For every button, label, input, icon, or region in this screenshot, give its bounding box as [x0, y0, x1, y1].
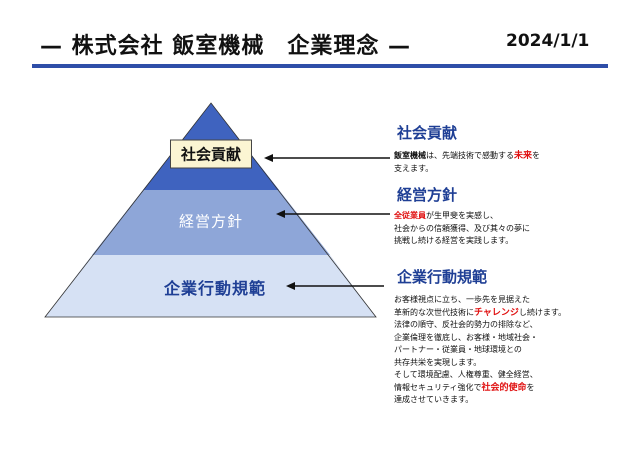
highlight-text: 社会的使命	[481, 382, 527, 393]
page-title: — 株式会社 飯室機械 企業理念 —	[40, 34, 411, 59]
body-text: を	[526, 382, 535, 392]
pointer-arrowhead-contribution	[264, 154, 273, 162]
body-line: 企業倫理を徹底し、お客様・地域社会・	[394, 332, 538, 342]
body-line: 共存共栄を実現します。	[394, 357, 482, 367]
body-line: そして環境配慮、人権尊重、健全経営、	[394, 370, 538, 379]
body-text: が生甲斐を実感し、	[426, 211, 498, 220]
section-title-policy: 経営方針	[397, 186, 458, 204]
tier-label-contribution: 社会貢献	[169, 139, 253, 169]
section-body-conduct: お客様視点に立ち、一歩先を見据えた 革新的な次世代技術にチャレンジし続けます。 …	[394, 294, 566, 407]
body-line: 情報セキュリティ強化で社会的使命を	[394, 382, 566, 395]
body-line: 飯室機械は、先端技術で感動する未来を	[394, 150, 540, 163]
pointer-arrowhead-policy	[276, 210, 285, 218]
body-text: 革新的な次世代技術に	[394, 307, 474, 317]
body-text: 情報セキュリティ強化で	[394, 382, 482, 392]
body-line: 挑戦し続ける経営を実践します。	[394, 236, 514, 245]
body-text: は、先端技術で感動する	[426, 151, 514, 160]
body-line: お客様視点に立ち、一歩先を見据えた	[394, 295, 530, 304]
body-line: 支えます。	[394, 163, 434, 173]
body-text: を	[532, 151, 541, 160]
pyramid-tier-base	[45, 255, 376, 317]
section-title-contribution: 社会貢献	[397, 124, 458, 142]
highlight-text: 全従業員	[394, 211, 426, 220]
highlight-text: チャレンジ	[474, 307, 519, 318]
date-label: 2024/1/1	[506, 31, 590, 51]
tier-label-conduct: 企業行動規範	[163, 279, 267, 298]
body-line: 法律の順守、反社会的勢力の排除など、	[394, 320, 538, 329]
section-body-policy: 全従業員が生甲斐を実感し、 社会からの信頼獲得、及び其々の夢に 挑戦し続ける経営…	[394, 210, 530, 248]
body-line: 革新的な次世代技術にチャレンジし続けます。	[394, 307, 566, 320]
company-name: 飯室機械	[394, 151, 426, 160]
body-line: 全従業員が生甲斐を実感し、	[394, 210, 530, 223]
pyramid-tier-middle	[92, 190, 330, 255]
body-text: し続けます。	[518, 307, 567, 317]
section-body-contribution: 飯室機械は、先端技術で感動する未来を 支えます。	[394, 150, 540, 175]
body-line: パートナー・従業員・地球環境との	[394, 345, 522, 354]
pyramid-outline	[44, 102, 377, 318]
body-line: 社会からの信頼獲得、及び其々の夢に	[394, 223, 530, 233]
tier-label-policy: 経営方針	[178, 212, 244, 231]
section-title-conduct: 企業行動規範	[397, 268, 488, 286]
header-divider	[32, 64, 608, 68]
highlight-text: 未来	[514, 151, 533, 161]
body-line: 達成させていきます。	[394, 395, 474, 404]
pointer-arrowhead-conduct	[286, 282, 295, 290]
